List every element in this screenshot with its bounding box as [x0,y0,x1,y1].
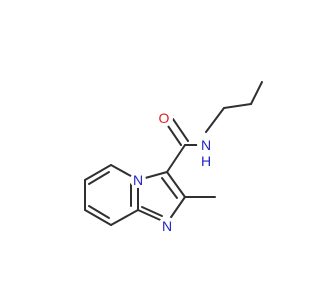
amide-nitrogen-label: N [201,137,211,153]
molecule-structure-diagram: O N H N N [84,81,263,235]
bond-c3-c2-inner [161,177,178,199]
bond-c5-c6-inner [88,171,110,185]
bond-c7-c8 [84,209,112,226]
bond-carbonyl-oxygen-b [172,118,189,142]
bridgehead-nitrogen-background [130,172,146,188]
ring-nitrogen-label: N [162,218,172,234]
bond-c7-c8-inner [88,205,110,219]
bond-c8-c8a [110,209,139,226]
amide-hydrogen-label: H [201,153,211,169]
bond-layer [84,81,263,226]
bond-c5-c6 [84,164,112,181]
bond-c3-c2 [166,171,186,198]
bond-carbonyl-oxygen-a [165,122,182,146]
bond-n1-c8a-inner [141,206,163,217]
bond-propyl-1-2 [223,103,252,109]
ring-nitrogen-background [158,217,176,235]
bond-propyl-2-3 [250,81,263,105]
bond-nitrogen-propyl [205,107,225,133]
atom-label-layer: O N H N N [130,109,215,235]
bridgehead-nitrogen-label: N [133,172,143,188]
amide-nitrogen-background [197,136,215,154]
carbonyl-oxygen-background [155,109,173,127]
bond-c3-carbonyl [166,144,186,173]
carbonyl-oxygen-label: O [159,110,170,126]
